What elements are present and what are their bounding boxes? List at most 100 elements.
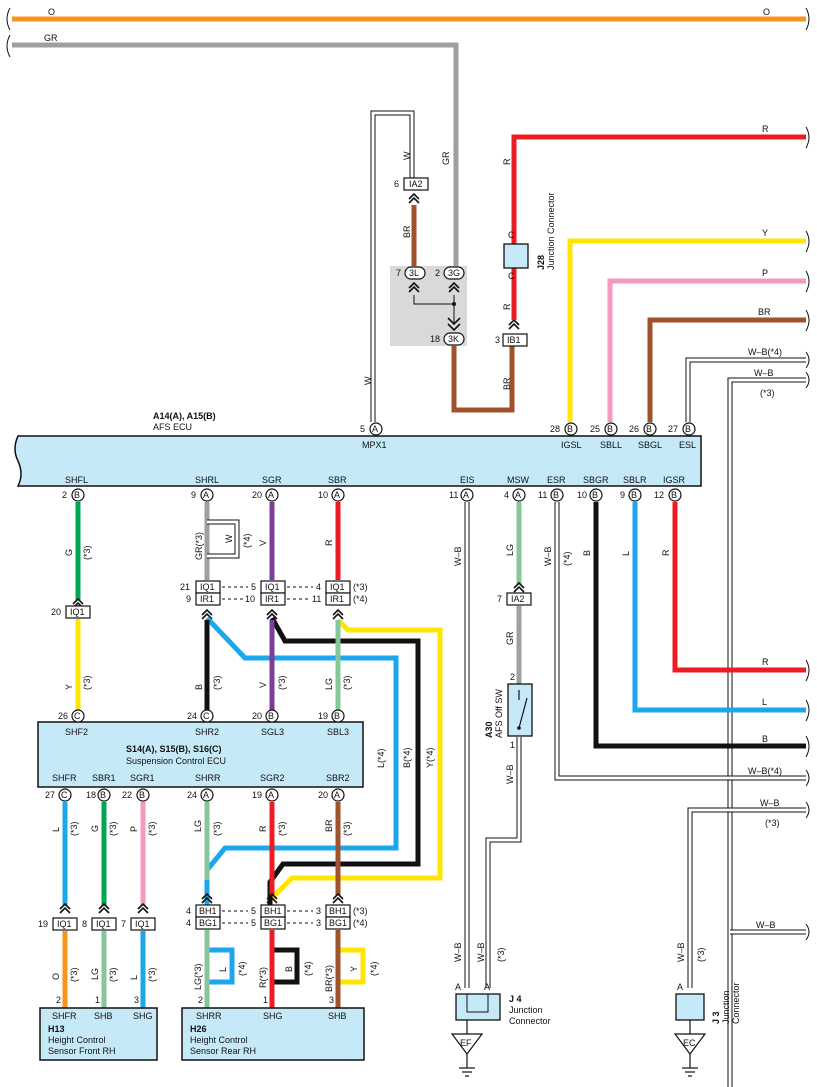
- svg-text:12: 12: [654, 490, 664, 500]
- svg-text:B: B: [631, 490, 637, 500]
- svg-text:SGL3: SGL3: [261, 727, 284, 737]
- svg-text:3: 3: [316, 918, 321, 928]
- sensor-code: H13: [48, 1024, 65, 1034]
- wire-label: LG: [193, 820, 203, 832]
- svg-text:A: A: [334, 790, 340, 800]
- sensor-name: Sensor Rear RH: [190, 1046, 256, 1056]
- wire-label: (*3): [212, 675, 222, 690]
- svg-text:ESR: ESR: [547, 475, 566, 485]
- svg-text:SBR2: SBR2: [326, 773, 350, 783]
- wire-label: (*3): [212, 821, 222, 836]
- wire-label: W–B: [760, 798, 780, 808]
- svg-text:(*3): (*3): [353, 582, 368, 592]
- svg-text:BG1: BG1: [199, 918, 217, 928]
- wire-label: L(*4): [376, 748, 386, 768]
- wire-label: (*4): [369, 961, 379, 976]
- svg-text:4: 4: [504, 490, 509, 500]
- connector-code: IB1: [507, 335, 521, 345]
- wire-label: B: [762, 734, 768, 744]
- sensor-h26: [181, 1007, 365, 1061]
- svg-text:22: 22: [122, 790, 132, 800]
- wire-label: W–B: [476, 942, 486, 962]
- svg-text:B: B: [567, 424, 573, 434]
- connector-3l: 3L: [404, 266, 426, 280]
- wire-label: LG(*3): [193, 963, 203, 990]
- svg-text:18: 18: [86, 790, 96, 800]
- connector-chevron: [332, 609, 344, 620]
- wire-label: O: [763, 7, 770, 17]
- svg-text:SBL3: SBL3: [327, 727, 349, 737]
- svg-text:20: 20: [252, 711, 262, 721]
- wire-label: O: [51, 973, 61, 980]
- ground-label: EC: [683, 1038, 696, 1048]
- wire-label: W–B: [505, 764, 515, 784]
- svg-text:8: 8: [82, 919, 87, 929]
- svg-text:24: 24: [187, 790, 197, 800]
- junction-name: Junction: [721, 990, 731, 1024]
- pin-label: SHB: [328, 1011, 347, 1021]
- svg-text:11: 11: [449, 490, 458, 500]
- pin-number: 18: [430, 334, 440, 344]
- svg-text:BG1: BG1: [264, 918, 282, 928]
- wire-label: R: [502, 158, 512, 165]
- svg-text:C: C: [74, 711, 81, 721]
- junction-name: Connector: [509, 1016, 551, 1026]
- wire-label: W–B: [676, 942, 686, 962]
- ground-ef: [450, 1033, 484, 1077]
- wire-label: GR(*3): [194, 532, 204, 560]
- svg-text:(*3): (*3): [353, 906, 368, 916]
- pin-number: 7: [497, 594, 502, 604]
- svg-text:27: 27: [668, 424, 678, 434]
- connector-code: J28: [536, 255, 546, 270]
- pin-number: 3: [134, 995, 139, 1005]
- wire-label: (*3): [82, 675, 92, 690]
- wire-y-loop: [338, 947, 366, 985]
- svg-text:19: 19: [252, 790, 262, 800]
- svg-text:7: 7: [121, 919, 126, 929]
- switch-name: AFS Off SW: [494, 689, 504, 738]
- wire-label: BR: [502, 377, 512, 390]
- svg-text:9: 9: [191, 490, 196, 500]
- pin-number: 7: [396, 268, 401, 278]
- svg-text:SBLL: SBLL: [600, 440, 622, 450]
- svg-text:BH1: BH1: [329, 906, 347, 916]
- connector-j28: [503, 243, 529, 269]
- wire-label: (*3): [277, 821, 287, 836]
- ground-ec: [673, 1033, 707, 1077]
- wire-label: (*3): [108, 821, 118, 836]
- wire-label: BR: [324, 819, 334, 832]
- pin-label: SHFR: [52, 1011, 77, 1021]
- wire-r-igsr: [672, 502, 806, 673]
- afs-off-switch: [507, 683, 533, 737]
- wire-label: R: [762, 124, 769, 134]
- wire-label: (*3): [765, 818, 780, 828]
- wire-label: (*4): [242, 533, 252, 548]
- pin-label: A: [484, 982, 490, 992]
- pin-number: 5: [360, 424, 365, 434]
- pin-label: SHB: [94, 1011, 113, 1021]
- wire-b-loop: [272, 947, 300, 985]
- wire-l-sblr: [632, 502, 806, 713]
- pin-label: A: [677, 982, 683, 992]
- wire-label: L: [762, 697, 767, 707]
- wire-label: BR(*3): [324, 965, 334, 992]
- svg-text:9: 9: [620, 490, 625, 500]
- svg-text:IQ1: IQ1: [135, 919, 150, 929]
- svg-text:11: 11: [538, 490, 547, 500]
- connector-name: Junction Connector: [546, 192, 556, 270]
- wire-label: (*3): [69, 821, 79, 836]
- svg-text:A: A: [515, 490, 521, 500]
- wire-label: (*3): [760, 388, 775, 398]
- pin-number: 1: [263, 995, 268, 1005]
- wire-label: P: [762, 268, 768, 278]
- wire-label: (*3): [147, 967, 157, 982]
